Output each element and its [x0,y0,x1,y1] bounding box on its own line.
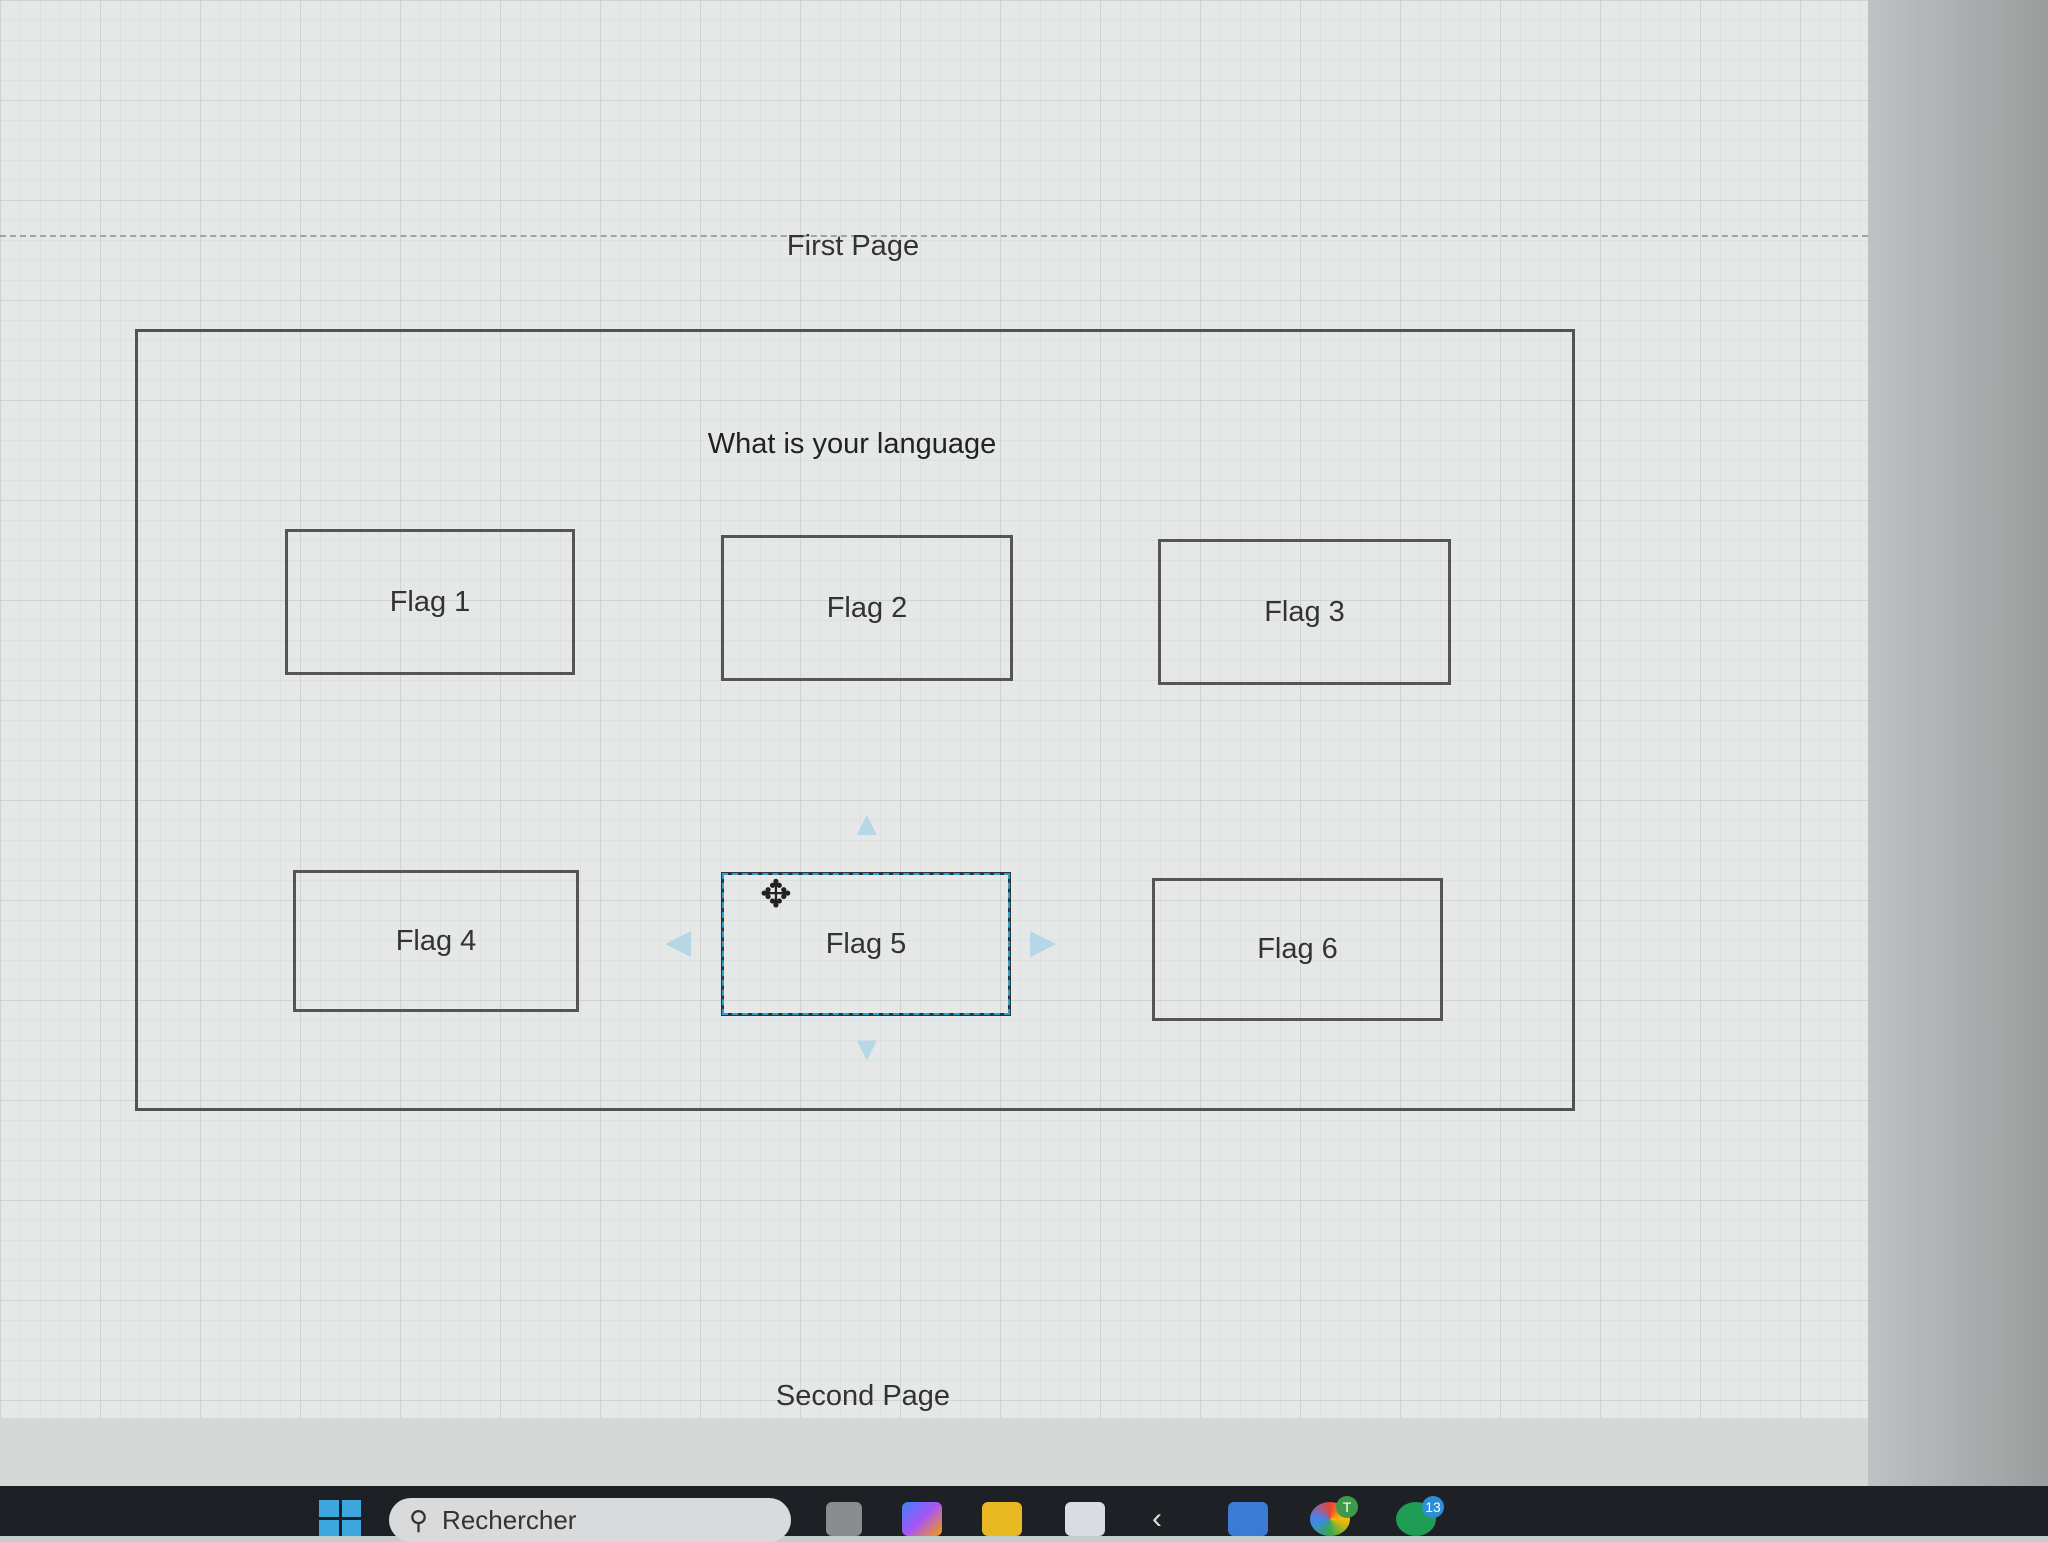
flag-6-box[interactable]: Flag 6 [1152,878,1443,1021]
diagram-canvas[interactable]: First Page What is your language Flag 1 … [0,0,1868,1418]
copilot-icon[interactable] [902,1502,942,1536]
connect-arrow-right-icon[interactable]: ▶ [1030,923,1057,961]
app-icon[interactable]: ‹ [1152,1502,1162,1535]
chrome-profile-badge: T [1336,1496,1358,1518]
taskbar-search[interactable]: ⚲ Rechercher [389,1498,791,1542]
page-frame[interactable] [135,329,1575,1111]
notification-badge: 13 [1422,1496,1444,1518]
flag-3-box[interactable]: Flag 3 [1158,539,1451,685]
file-explorer-icon[interactable] [982,1502,1022,1536]
move-cursor-icon: ✥ [760,874,792,916]
whatsapp-icon[interactable]: 13 [1396,1496,1444,1536]
windows-start-icon[interactable] [319,1500,361,1536]
flag-5-box-selected[interactable]: Flag 5 [721,872,1011,1016]
chrome-icon[interactable]: T [1310,1496,1358,1536]
connect-arrow-left-icon[interactable]: ◀ [665,923,692,961]
second-page-label: Second Page [775,1380,951,1412]
taskbar: ⚲ Rechercher ‹ T 13 [0,1486,2048,1542]
first-page-label: First Page [786,230,920,262]
screen-right-edge [1868,0,2048,1486]
flag-2-box[interactable]: Flag 2 [721,535,1013,681]
task-view-icon[interactable] [826,1502,862,1536]
flag-4-box[interactable]: Flag 4 [293,870,579,1012]
canvas-bottom-strip [0,1418,1868,1486]
search-icon: ⚲ [409,1504,429,1535]
flag-1-box[interactable]: Flag 1 [285,529,575,675]
question-text[interactable]: What is your language [707,428,997,460]
connect-arrow-up-icon[interactable]: ▲ [850,805,884,843]
store-icon[interactable] [1065,1502,1105,1536]
app-stack-icon[interactable] [1228,1502,1268,1536]
page-break-line [0,235,1868,237]
search-placeholder: Rechercher [442,1504,577,1535]
connect-arrow-down-icon[interactable]: ▼ [850,1030,884,1068]
